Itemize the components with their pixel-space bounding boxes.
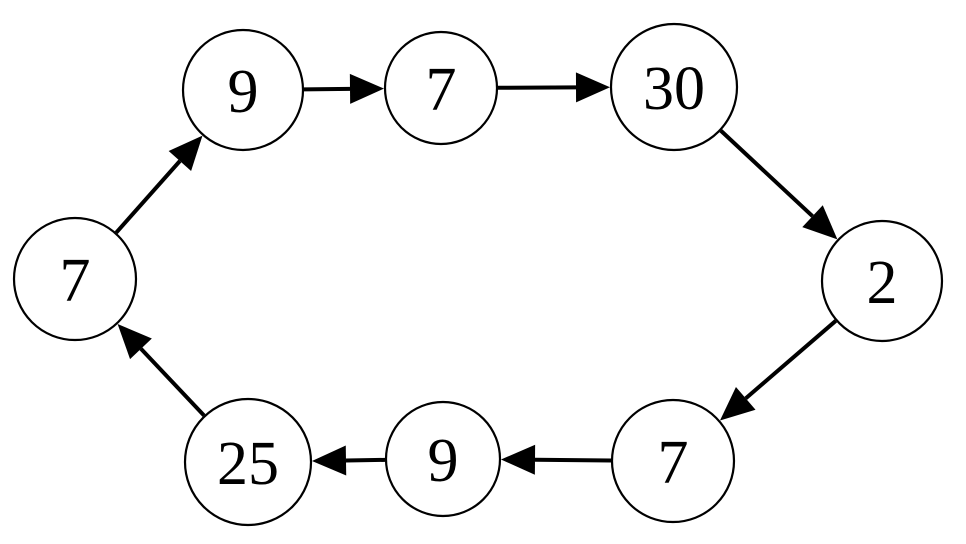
node-layer: 7 9 7 30 2 7 9 25 bbox=[12, 22, 944, 527]
graph-node[interactable]: 2 bbox=[820, 219, 944, 343]
graph-node[interactable]: 9 bbox=[384, 400, 502, 518]
edge-line bbox=[139, 347, 206, 417]
edge-line bbox=[744, 319, 838, 400]
node-label: 7 bbox=[658, 429, 689, 497]
graph-edge bbox=[500, 444, 612, 475]
graph-edge bbox=[117, 324, 206, 417]
node-circle[interactable] bbox=[383, 30, 499, 146]
graph-node[interactable]: 7 bbox=[383, 30, 499, 146]
arrowhead-icon bbox=[117, 324, 152, 360]
graph-edge bbox=[497, 72, 611, 103]
graph-edge bbox=[114, 135, 203, 234]
graph-edge bbox=[719, 319, 838, 421]
node-label: 9 bbox=[428, 427, 459, 495]
graph-node[interactable]: 7 bbox=[610, 398, 736, 524]
graph-node[interactable]: 7 bbox=[12, 216, 138, 342]
graph-node[interactable]: 9 bbox=[181, 28, 305, 152]
graph-node[interactable]: 30 bbox=[609, 22, 739, 152]
graph-edge bbox=[719, 129, 838, 240]
node-label: 7 bbox=[426, 56, 457, 124]
node-circle[interactable] bbox=[820, 219, 944, 343]
node-circle[interactable] bbox=[12, 216, 138, 342]
node-label: 9 bbox=[228, 58, 259, 126]
arrowhead-icon bbox=[349, 73, 385, 104]
edge-line bbox=[534, 457, 612, 463]
node-label: 30 bbox=[643, 55, 705, 123]
node-circle[interactable] bbox=[181, 28, 305, 152]
graph-node[interactable]: 25 bbox=[183, 397, 313, 527]
node-circle[interactable] bbox=[384, 400, 502, 518]
node-circle[interactable] bbox=[610, 398, 736, 524]
node-label: 2 bbox=[867, 249, 898, 317]
arrowhead-icon bbox=[311, 445, 347, 476]
edge-line bbox=[719, 129, 814, 218]
graph-edge bbox=[311, 445, 386, 476]
edge-line bbox=[114, 159, 182, 234]
arrowhead-icon bbox=[168, 135, 203, 171]
node-label: 7 bbox=[60, 247, 91, 315]
arrowhead-icon bbox=[575, 72, 611, 103]
node-circle[interactable] bbox=[609, 22, 739, 152]
arrowhead-icon bbox=[500, 444, 536, 475]
edge-line bbox=[345, 457, 386, 463]
graph-edge bbox=[303, 73, 385, 104]
arrowhead-icon bbox=[719, 386, 756, 421]
edge-layer bbox=[114, 72, 838, 476]
node-label: 25 bbox=[217, 430, 279, 498]
node-circle[interactable] bbox=[183, 397, 313, 527]
arrowhead-icon bbox=[802, 205, 838, 240]
